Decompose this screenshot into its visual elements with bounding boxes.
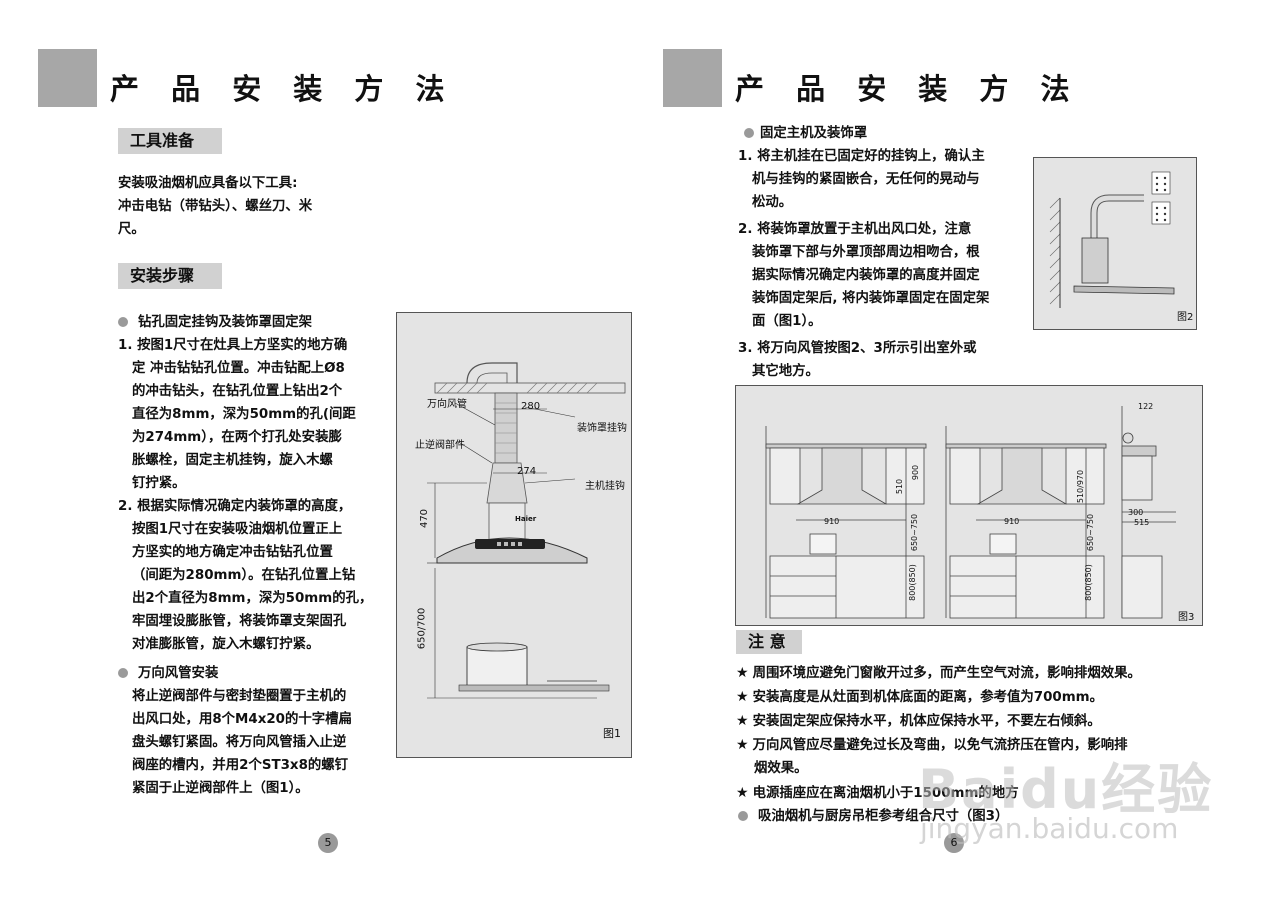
fig1-dim-280: 280 <box>521 401 541 412</box>
fig1-dim-470: 470 <box>419 508 431 529</box>
step-line: 方坚实的地方确定冲击钻钻孔位置 <box>132 545 333 560</box>
bullet-icon <box>744 128 754 138</box>
step-line: 紧固于止逆阀部件上（图1）。 <box>132 781 309 796</box>
fix-line: 3. 将万向风管按图2、3所示引出室外或 <box>738 341 977 356</box>
fig1-dim-274: 274 <box>517 466 537 477</box>
step-line: 2. 根据实际情况确定内装饰罩的高度， <box>118 499 352 514</box>
step-line: 出2个直径为8mm，深为50mm的孔， <box>132 591 373 606</box>
fig3-dim-910b: 910 <box>1004 517 1020 526</box>
step-line: 直径为8mm，深为50mm的孔(间距 <box>132 407 356 422</box>
title-block-right <box>663 49 722 107</box>
fix-line: 1. 将主机挂在已固定好的挂钩上，确认主 <box>738 149 985 164</box>
step-line: 定 冲击钻钻孔位置。冲击钻配上Ø8 <box>132 361 345 376</box>
fig3-side-view <box>1121 406 1176 619</box>
tools-line: 冲击电钻（带钻头）、螺丝刀、米 <box>118 199 313 214</box>
fix-line: 松动。 <box>752 195 793 210</box>
step-line: 将止逆阀部件与密封垫圈置于主机的 <box>132 689 347 704</box>
figure-1-drawing <box>427 362 626 699</box>
step-line: 牢固埋设膨胀管，将装饰罩支架固孔 <box>132 614 347 629</box>
section-notes-heading: 注 意 <box>736 630 802 654</box>
figure-1: 万向风管 止逆阀部件 装饰罩挂钩 主机挂钩 280 274 470 650/70… <box>396 312 632 758</box>
fix-text: 固定主机及装饰罩 1. 将主机挂在已固定好的挂钩上，确认主 机与挂钩的紧固嵌合，… <box>738 122 989 383</box>
bullet-icon <box>118 317 128 327</box>
fig2-caption: 图2 <box>1177 312 1194 323</box>
tools-line: 尺。 <box>118 222 145 237</box>
fig3-dim-800b: 800(850) <box>1083 564 1093 601</box>
fix-line: 机与挂钩的紧固嵌合，无任何的晃动与 <box>752 172 980 187</box>
tools-line: 安装吸油烟机应具备以下工具: <box>118 176 298 191</box>
step-line: 为274mm），在两个打孔处安装膨 <box>132 430 342 445</box>
fix-line: 装饰罩下部与外罩顶部周边相吻合，根 <box>752 245 980 260</box>
star-icon: ★ <box>736 713 749 729</box>
note-item: ★电源插座应在离油烟机小于1500mm的地方 <box>736 785 1019 801</box>
fig3-dim-800a: 800(850) <box>907 564 917 601</box>
fig3-dim-510b: 510/970 <box>1076 469 1086 504</box>
step-line: 的冲击钻头，在钻孔位置上钻出2个 <box>132 384 343 399</box>
fig1-dim-650: 650/700 <box>416 607 428 650</box>
note-item: ★周围环境应避免门窗敞开过多，而产生空气对流，影响排烟效果。 <box>736 665 1141 681</box>
fig1-label-main-hook: 主机挂钩 <box>585 481 625 492</box>
fig3-caption: 图3 <box>1178 612 1195 623</box>
last-bullet: 吸油烟机与厨房吊柜参考组合尺寸（图3） <box>736 805 1141 829</box>
step-line: 盘头螺钉紧固。将万向风管插入止逆 <box>132 735 347 750</box>
star-icon: ★ <box>736 737 749 753</box>
figure-2: 图2 <box>1033 157 1197 330</box>
sub1-heading: 钻孔固定挂钩及装饰罩固定架 <box>118 311 372 334</box>
star-icon: ★ <box>736 785 749 801</box>
fix-line: 装饰固定架后, 将内装饰罩固定在固定架 <box>752 291 990 306</box>
step-line: 对准膨胀管，旋入木螺钉拧紧。 <box>132 637 320 652</box>
note-item: ★安装高度是从灶面到机体底面的距离，参考值为700mm。 <box>736 689 1104 705</box>
note-item: ★安装固定架应保持水平，机体应保持水平，不要左右倾斜。 <box>736 713 1101 729</box>
fix-line: 其它地方。 <box>752 364 819 379</box>
star-icon: ★ <box>736 665 749 681</box>
step-line: 钉拧紧。 <box>132 476 186 491</box>
figure-3-drawing <box>765 406 1176 619</box>
fix-heading: 固定主机及装饰罩 <box>738 122 989 145</box>
section-steps-heading: 安装步骤 <box>118 263 222 289</box>
step-line: 1. 按图1尺寸在灶具上方坚实的地方确 <box>118 338 348 353</box>
fix-line: 面（图1）。 <box>752 314 822 329</box>
figure-3: 910 910 510 510/970 900 650~750 650~750 … <box>735 385 1203 626</box>
fig3-dim-910a: 910 <box>824 517 840 526</box>
fig3-dim-510a: 510 <box>895 478 905 495</box>
fig3-dim-900: 900 <box>911 464 921 481</box>
fig1-caption: 图1 <box>603 727 621 740</box>
bullet-icon <box>118 668 128 678</box>
fig1-label-cover-hook: 装饰罩挂钩 <box>577 423 627 434</box>
step-line: （间距为280mm）。在钻孔位置上钻 <box>132 568 356 583</box>
fig3-dim-650a: 650~750 <box>910 513 920 552</box>
fig3-dim-515: 515 <box>1134 518 1150 527</box>
figure-2-drawing <box>1049 171 1175 308</box>
note-item: ★万向风管应尽量避免过长及弯曲，以免气流挤压在管内，影响排 <box>736 737 1128 753</box>
fig1-label-valve: 止逆阀部件 <box>415 440 465 451</box>
sub2-heading: 万向风管安装 <box>118 662 372 685</box>
fig1-label-duct: 万向风管 <box>427 399 467 410</box>
fig3-middle-kitchen <box>945 426 1107 619</box>
step-line: 阀座的槽内，并用2个ST3x8的螺钉 <box>132 758 349 773</box>
step-line: 按图1尺寸在安装吸油烟机位置正上 <box>132 522 343 537</box>
step-line: 出风口处，用8个M4x20的十字槽扁 <box>132 712 352 727</box>
page-title-right: 产 品 安 装 方 法 <box>735 72 1081 106</box>
notes-list: ★周围环境应避免门窗敞开过多，而产生空气对流，影响排烟效果。 ★安装高度是从灶面… <box>736 661 1141 829</box>
note-item-continued: 烟效果。 <box>754 761 808 776</box>
title-block-left <box>38 49 97 107</box>
page-title-left: 产 品 安 装 方 法 <box>110 72 456 106</box>
fix-line: 据实际情况确定内装饰罩的高度并固定 <box>752 268 980 283</box>
watermark-brand: Baidu经验 <box>918 758 1214 821</box>
watermark-url: jingyan.baidu.com <box>920 812 1179 845</box>
fig3-dim-122: 122 <box>1138 402 1154 411</box>
fig3-dim-300: 300 <box>1128 508 1144 517</box>
section-tools-heading: 工具准备 <box>118 128 222 154</box>
bullet-icon <box>738 811 748 821</box>
fix-line: 2. 将装饰罩放置于主机出风口处，注意 <box>738 222 972 237</box>
step-line: 胀螺栓，固定主机挂钩，旋入木螺 <box>132 453 333 468</box>
tools-text: 安装吸油烟机应具备以下工具: 冲击电钻（带钻头）、螺丝刀、米 尺。 <box>118 172 312 241</box>
star-icon: ★ <box>736 689 749 705</box>
fig3-left-kitchen <box>765 426 927 619</box>
steps-text: 钻孔固定挂钩及装饰罩固定架 1. 按图1尺寸在灶具上方坚实的地方确 定 冲击钻钻… <box>118 311 372 800</box>
fig3-dim-650b: 650~750 <box>1086 513 1096 552</box>
page-number-left: 5 <box>318 833 338 853</box>
page-number-right: 6 <box>944 833 964 853</box>
fig1-brand-logo: Haier <box>515 515 537 523</box>
